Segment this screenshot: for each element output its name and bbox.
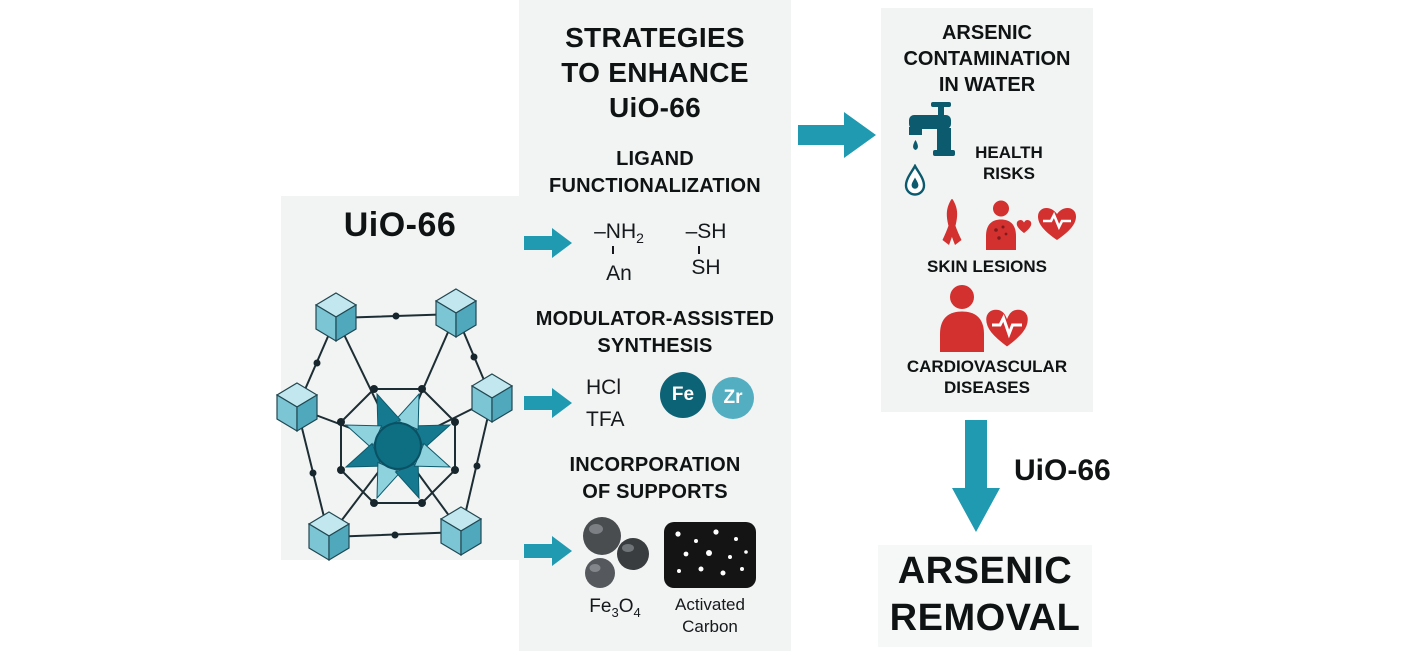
fe3o4-label: Fe3O4 [576, 596, 654, 620]
label-line: Activated [675, 595, 745, 614]
bond-line [698, 246, 700, 254]
fe-badge: Fe [660, 372, 706, 418]
label-line: Carbon [682, 617, 738, 636]
arrow-right-large-icon [798, 112, 876, 158]
contamination-panel [881, 8, 1093, 412]
heading-line: LIGAND [616, 148, 694, 170]
arrow-right-icon [524, 536, 572, 566]
heading-line: FUNCTIONALIZATION [549, 175, 761, 197]
sh-bottom-formula: SH [691, 256, 721, 279]
uio66-flow-label: UiO-66 [1014, 454, 1111, 487]
sh-top-formula: –SH [685, 220, 727, 243]
activated-carbon-label: Activated Carbon [652, 594, 768, 638]
magnetite-nanoparticles-icon [583, 517, 649, 588]
arrow-down-icon [952, 420, 1000, 532]
cardiovascular-icon [940, 285, 1031, 352]
strategies-title-line: STRATEGIES [565, 22, 745, 53]
fe3o4-subscript: 4 [633, 604, 641, 620]
fe3o4-text: O [618, 596, 634, 617]
heart-pulse-icon [1038, 208, 1076, 240]
bond-line [612, 246, 614, 254]
label-line: RISKS [983, 164, 1035, 183]
tfa-label: TFA [586, 408, 625, 431]
modulator-chemicals: HCl TFA [586, 374, 625, 434]
thiol-group: –SH SH [676, 218, 736, 282]
amine-group: –NH2 An [584, 218, 654, 288]
an-label: An [606, 262, 632, 286]
title-line: ARSENIC [897, 550, 1073, 592]
cardiovascular-label: CARDIOVASCULAR DISEASES [881, 356, 1093, 398]
carbon-pores [675, 529, 748, 576]
arsenic-removal-title: ARSENIC REMOVAL [868, 548, 1102, 642]
label-line: DISEASES [944, 378, 1030, 397]
ligand-heading: LIGAND FUNCTIONALIZATION [519, 146, 791, 200]
faucet-icon [909, 102, 955, 156]
heading-line: SYNTHESIS [597, 335, 713, 357]
strategies-title-line: TO ENHANCE [561, 57, 749, 88]
arrow-right-icon [524, 228, 572, 258]
zr-badge: Zr [712, 377, 754, 419]
title-line: CONTAMINATION [903, 48, 1071, 70]
contamination-title: ARSENIC CONTAMINATION IN WATER [881, 20, 1093, 98]
title-line: REMOVAL [889, 597, 1081, 639]
fe3o4-text: Fe [589, 596, 612, 617]
nh2-subscript: 2 [636, 230, 644, 247]
title-line: ARSENIC [941, 22, 1032, 44]
nh2-text: –NH [594, 220, 637, 243]
health-risks-label: HEALTH RISKS [966, 142, 1052, 184]
label-line: HEALTH [975, 143, 1043, 162]
strategies-title-line: UiO-66 [608, 92, 702, 123]
heading-line: INCORPORATION [569, 454, 741, 476]
nh2-formula: –NH2 [584, 218, 654, 252]
awareness-ribbon-icon [942, 199, 962, 245]
uio66-title: UiO-66 [343, 206, 457, 244]
title-line: IN WATER [938, 74, 1036, 96]
arrow-right-icon [524, 388, 572, 418]
strategies-title: STRATEGIES TO ENHANCE UiO-66 [519, 20, 791, 125]
removal-panel [878, 545, 1092, 647]
contaminated-drop-icon [904, 164, 926, 196]
supports-heading: INCORPORATION OF SUPPORTS [519, 452, 791, 506]
fe3o4-subscript: 3 [611, 604, 619, 620]
hcl-label: HCl [586, 376, 621, 399]
heading-line: MODULATOR-ASSISTED [535, 308, 775, 330]
heading-line: OF SUPPORTS [582, 481, 728, 503]
mof-structure-icon [275, 288, 514, 562]
skin-lesions-label: SKIN LESIONS [927, 257, 1047, 276]
activated-carbon-icon [664, 522, 756, 588]
person-with-heart-icon [986, 200, 1033, 250]
modulator-heading: MODULATOR-ASSISTED SYNTHESIS [519, 306, 791, 360]
label-line: CARDIOVASCULAR [906, 357, 1068, 376]
